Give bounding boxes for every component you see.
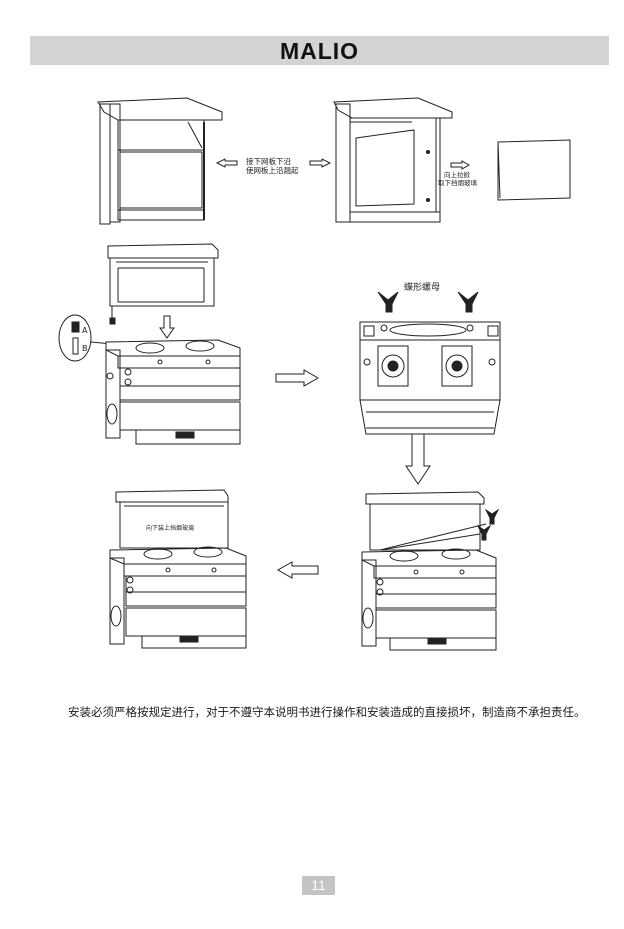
- body-paragraph: 安装必须严格按规定进行，对于不遵守本说明书进行操作和安装造成的直接损坏，制造商不…: [68, 705, 586, 719]
- detail-circle: [58, 314, 113, 362]
- hood-panel-side: [333, 97, 453, 223]
- wing-nut-icon: [377, 291, 479, 313]
- caption-remove-line1: 接下网板下沿: [246, 157, 291, 166]
- glass-panel: [497, 139, 571, 201]
- arrow-right-3: [275, 369, 320, 387]
- cooktop-top-view: [359, 321, 501, 435]
- arrow-left-4: [276, 561, 319, 579]
- arrow-right-2: [450, 160, 471, 170]
- arrow-left-1: [215, 158, 238, 168]
- assembled-unit-left: [109, 489, 247, 649]
- hood-assembly: [107, 243, 219, 325]
- assembled-unit-right: [361, 491, 500, 651]
- brand-logo: MALIO: [279, 38, 360, 64]
- label-a: A: [82, 326, 88, 335]
- arrow-down-2: [405, 433, 431, 485]
- caption-lift-line1: 向上拉掀: [444, 171, 470, 179]
- arrow-right-1: [309, 158, 332, 168]
- hood-panel-front: [97, 97, 223, 225]
- label-b: B: [82, 344, 88, 353]
- wing-nut-label: 蝶形螺母: [404, 283, 441, 293]
- header-band: MALIO: [30, 36, 609, 65]
- installation-diagram: [58, 97, 571, 651]
- caption-glass: 向下装上挡烟玻璃: [146, 525, 195, 532]
- stove-body-1: [105, 339, 241, 445]
- caption-lift-line2: 取下挡烟玻璃: [438, 179, 477, 187]
- page-number: 11: [302, 876, 335, 895]
- arrow-down-1: [159, 315, 175, 339]
- caption-remove-line2: 使网板上沿翘起: [246, 166, 299, 175]
